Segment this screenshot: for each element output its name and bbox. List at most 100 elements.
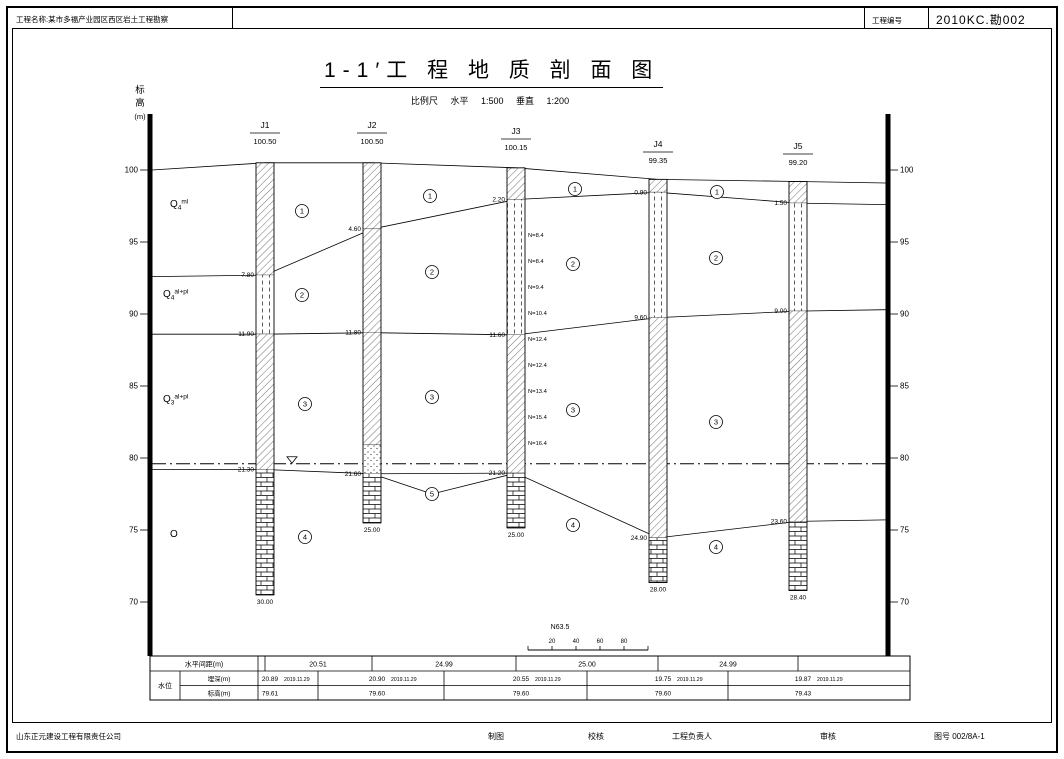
stratum-circle [710, 185, 724, 199]
footer-item-reviewer: 审核 [820, 732, 836, 741]
borehole-total-depth: 25.00 [364, 527, 381, 534]
scale-horizontal-value: 1:500 [480, 96, 504, 106]
stratum-number-5: 5 [425, 487, 439, 501]
left-axis-tick-label: 85 [129, 382, 138, 391]
stratum-circle-number: 2 [571, 260, 575, 269]
stratum-section-brick [363, 473, 381, 523]
water-elevation-value: 79.60 [513, 690, 530, 697]
spt-value: N=8.4 [528, 259, 544, 265]
borehole-ground-elevation: 100.15 [505, 143, 528, 152]
drawing-number-value: 002/8A-1 [952, 732, 985, 741]
divider [232, 8, 233, 28]
stratum-circle [425, 265, 439, 279]
depth-label: 21.60 [345, 471, 362, 478]
elevation-axis-caption: 高 [135, 97, 145, 109]
stratum-circle [709, 540, 723, 554]
depth-label: 21.20 [489, 470, 506, 477]
stratum-section-hatch [256, 334, 274, 470]
stratum-section-hatch [363, 332, 381, 446]
stratum-circle-number: 4 [571, 521, 575, 530]
stratum-circle-number: 3 [571, 406, 575, 415]
right-axis-tick-label: 75 [900, 526, 909, 535]
stratum-section-hatch [789, 311, 807, 522]
stratum-section-hatch [507, 334, 525, 474]
stratum-circle [298, 530, 312, 544]
water-date: 2019.11.29 [817, 677, 843, 683]
drawing-title: 1-1′工 程 地 质 剖 面 图 [320, 54, 664, 88]
project-number: 2010KC.勘002 [936, 13, 1026, 27]
water-depth-value: 19.87 [795, 676, 812, 683]
stratum-circle-number: 2 [430, 268, 434, 277]
ruler-tick-label: 80 [621, 639, 628, 645]
right-axis-tick-label: 85 [900, 382, 909, 391]
stratum-section-hatch [256, 162, 274, 276]
water-elevation-value: 79.61 [262, 690, 279, 697]
divider [864, 8, 865, 28]
borehole-total-depth: 28.00 [650, 587, 667, 594]
sheet-outer-frame [6, 6, 1058, 753]
water-depth-value: 20.55 [513, 676, 530, 683]
stratum-circle-number: 1 [715, 188, 719, 197]
stratum-number-1: 1 [295, 204, 309, 218]
stratum-section-brick [649, 537, 667, 583]
water-date: 2019.11.29 [535, 677, 561, 683]
depth-label: 1.50 [774, 200, 787, 207]
geology-age-label: Q4ml [170, 199, 189, 212]
spacing-value: 20.51 [309, 662, 327, 669]
stratum-number-2: 2 [709, 251, 723, 265]
water-date: 2019.11.29 [677, 677, 703, 683]
borehole-name: J5 [794, 141, 803, 151]
borehole-name: J3 [512, 126, 521, 136]
left-axis-tick-label: 100 [125, 166, 139, 175]
right-axis-tick-label: 90 [900, 310, 909, 319]
stratum-section-hatch [507, 167, 525, 200]
stratum-section-vdash [507, 199, 525, 335]
stratum-circle-number: 4 [714, 543, 718, 552]
ruler-title: N63.5 [551, 624, 570, 631]
spt-value: N=16.4 [528, 441, 548, 447]
water-depth-value: 20.89 [262, 676, 279, 683]
stratum-section-hatch [363, 162, 381, 230]
left-axis-tick-label: 95 [129, 238, 138, 247]
divider [928, 8, 929, 28]
scale-horizontal-label: 水平 [450, 96, 469, 106]
spacing-value: 24.99 [435, 662, 453, 669]
company-name: 山东正元建设工程有限责任公司 [16, 732, 121, 741]
depth-label: 24.90 [631, 535, 648, 542]
stratum-circle [425, 487, 439, 501]
stratum-circle-number: 3 [714, 418, 718, 427]
left-axis-tick-label: 90 [129, 310, 138, 319]
depth-label: 0.90 [634, 189, 647, 196]
stratum-section-brick [256, 469, 274, 595]
stratum-section-hatch [789, 181, 807, 204]
right-axis-tick-label: 95 [900, 238, 909, 247]
stratum-number-2: 2 [295, 288, 309, 302]
spt-value: N=9.4 [528, 285, 544, 291]
stratum-circle-number: 1 [300, 207, 304, 216]
footer-item-project-lead: 工程负责人 [672, 732, 712, 741]
ruler-tick-label: 40 [573, 639, 580, 645]
stratum-section-hatch [649, 317, 667, 538]
stratum-circle-number: 4 [303, 533, 307, 542]
stratum-number-4: 4 [566, 518, 580, 532]
depth-label: 2.20 [492, 197, 505, 204]
stratum-number-3: 3 [709, 415, 723, 429]
stratum-circle [709, 251, 723, 265]
borehole-outline [788, 181, 808, 591]
stratum-circle [566, 403, 580, 417]
footer-item-draftsman: 制图 [488, 732, 504, 741]
stratum-section-brick [507, 473, 525, 528]
water-depth-value: 19.75 [655, 676, 672, 683]
project-name: 工程名称:某市多福产业园区西区岩土工程勘察 [16, 15, 169, 24]
water-table-symbol [286, 456, 298, 464]
geology-age-label: Q4al+pl [163, 289, 189, 302]
geology-age-label: O [170, 529, 178, 540]
borehole-outline [506, 167, 526, 529]
project-number-label: 工程编号 [872, 16, 902, 25]
stratum-circle-number: 2 [300, 291, 304, 300]
elevation-axis-unit: (m) [134, 112, 146, 121]
water-date: 2019.11.29 [284, 677, 310, 683]
